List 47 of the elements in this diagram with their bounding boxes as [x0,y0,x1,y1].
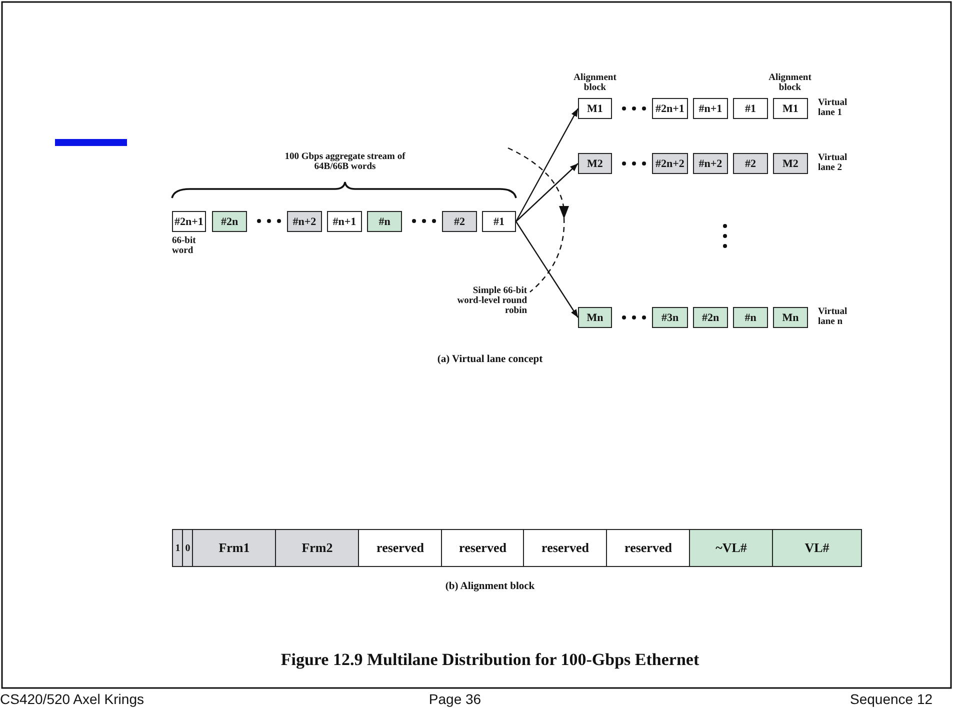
subfigure-caption: (b) Alignment block [444,582,536,592]
word-box: #2n [693,307,728,328]
word-box: Mn [578,307,612,328]
field-cell: reserved [606,529,690,567]
footer-text: CS420/520 Axel Krings [0,690,145,708]
word-box: #2n+2 [652,153,688,174]
word-box: #1 [733,98,768,119]
word-box: #n+2 [693,153,728,174]
word-box: M2 [773,153,808,174]
lane-label: Virtual lane 1 [818,98,848,118]
word-box: #3n [652,307,688,328]
arrow [515,108,579,222]
word-box: M1 [773,98,808,119]
word-box: #n+2 [287,211,322,232]
stream-label: 100 Gbps aggregate stream of 64B/66B words [284,152,406,172]
field-cell: reserved [523,529,608,567]
caption-text: Alignment block [768,73,812,93]
arrow [516,221,578,318]
subfigure-caption: (a) Virtual lane concept [436,355,544,365]
word-box: #n+1 [327,211,362,232]
field-cell: reserved [441,529,524,567]
word-box: #n [367,211,402,232]
field-cell: VL# [772,529,862,567]
word-box: #2 [733,153,768,174]
word-box: #n+1 [693,98,728,119]
word-box: #2n+1 [652,98,688,119]
word-box: M1 [578,98,612,119]
word-box: #n [733,307,768,328]
word-box: Mn [773,307,808,328]
lane-label: Virtual lane n [818,307,848,327]
figure-title: Figure 12.9 Multilane Distribution for 100-Gbps Ethernet [280,650,700,670]
word-box: M2 [578,153,612,174]
field-cell: ~VL# [689,529,774,567]
footer-text: Sequence 12 [850,690,934,708]
annotation: 66-bit word [172,236,197,256]
page-number: Page 36 [428,690,482,708]
annotation: Simple 66-bit word-level round robin [456,286,527,316]
lane-label: Virtual lane 2 [818,153,848,173]
word-box: #1 [482,211,516,232]
word-box: #2n [212,211,247,232]
field-cell: Frm1 [192,529,276,567]
word-box: #2n+1 [172,211,206,232]
field-cell: Frm2 [275,529,360,567]
caption-text: Alignment block [572,73,618,93]
arrow [516,163,578,222]
field-cell: reserved [358,529,442,567]
word-box: #2 [442,211,477,232]
